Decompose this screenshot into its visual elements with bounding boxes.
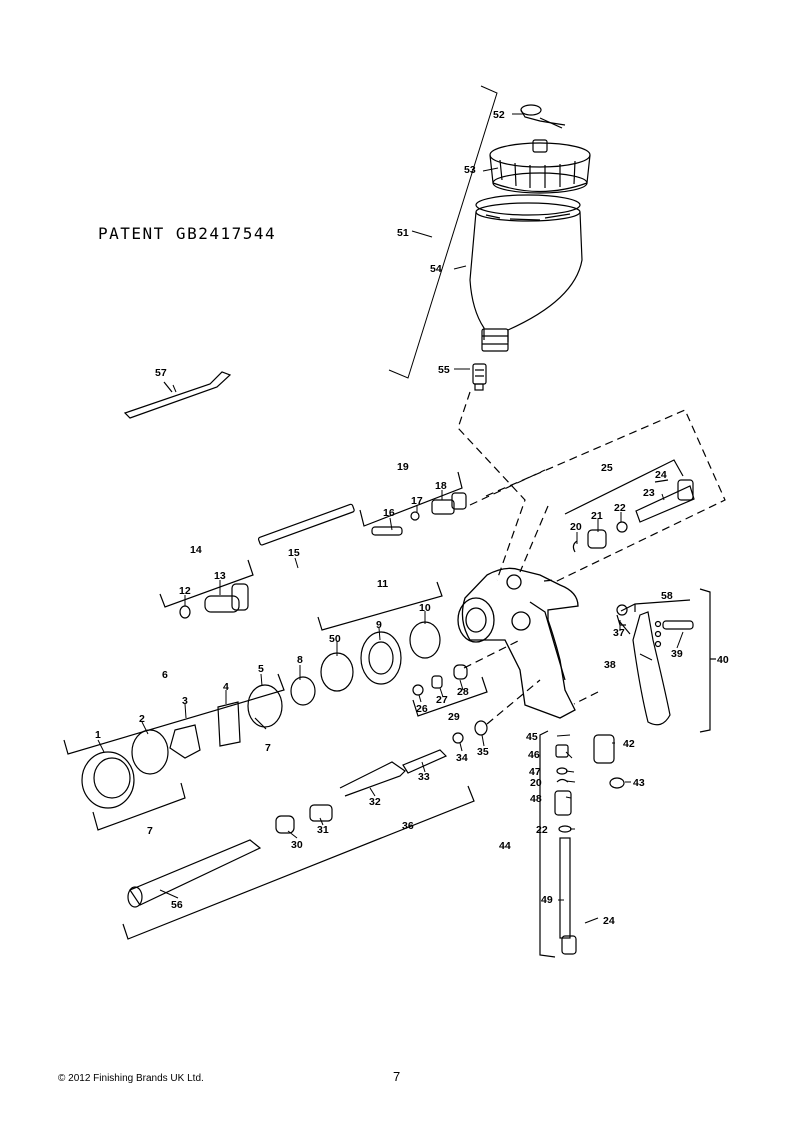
part-label-53: 53 — [464, 164, 476, 176]
part-label-29: 29 — [448, 711, 460, 723]
part-label-36: 36 — [402, 820, 414, 832]
cup-filter — [472, 363, 487, 391]
part-label-2: 2 — [139, 713, 145, 725]
footer-copyright: © 2012 Finishing Brands UK Ltd. — [58, 1073, 204, 1084]
part-label-19: 19 — [397, 461, 409, 473]
part-label-57: 57 — [155, 367, 167, 379]
part-label-24b: 24 — [603, 915, 615, 927]
part-label-11: 11 — [377, 578, 388, 590]
part-label-27: 27 — [436, 694, 448, 706]
regulator-assembly — [412, 664, 488, 717]
cup-plug — [520, 104, 566, 129]
part-label-31: 31 — [317, 824, 329, 836]
part-label-16: 16 — [383, 507, 395, 519]
part-label-18: 18 — [435, 480, 447, 492]
part-label-47: 47 — [529, 766, 541, 778]
part-label-12: 12 — [179, 585, 191, 597]
part-label-7a: 7 — [265, 742, 271, 754]
part-label-22a: 22 — [614, 502, 626, 514]
part-label-7b: 7 — [147, 825, 153, 837]
part-label-54: 54 — [430, 263, 442, 275]
air-valve-assembly — [564, 459, 695, 553]
part-label-52: 52 — [493, 109, 505, 121]
part-label-24a: 24 — [655, 469, 667, 481]
gun-body — [457, 567, 579, 719]
part-label-4: 4 — [223, 681, 229, 693]
part-label-20b: 20 — [530, 777, 542, 789]
part-label-22b: 22 — [536, 824, 548, 836]
part-label-21: 21 — [591, 510, 603, 522]
fluid-nozzle-assembly — [159, 503, 355, 619]
part-label-48: 48 — [530, 793, 542, 805]
part-label-28: 28 — [457, 686, 469, 698]
part-label-35: 35 — [477, 746, 489, 758]
part-label-10: 10 — [419, 602, 431, 614]
part-label-8: 8 — [297, 654, 303, 666]
part-label-6: 6 — [162, 669, 168, 681]
part-label-30: 30 — [291, 839, 303, 851]
cup-lid — [489, 139, 591, 194]
leader-lines — [97, 384, 684, 901]
part-label-23: 23 — [643, 487, 655, 499]
part-label-46: 46 — [528, 749, 540, 761]
part-label-43: 43 — [633, 777, 645, 789]
part-label-5: 5 — [258, 663, 264, 675]
part-label-38: 38 — [604, 659, 616, 671]
cup-assembly — [388, 85, 591, 391]
needle-packing-assembly — [359, 471, 467, 536]
part-label-42: 42 — [623, 738, 635, 750]
part-label-17: 17 — [411, 495, 423, 507]
part-label-3: 3 — [182, 695, 188, 707]
part-label-37: 37 — [613, 627, 625, 639]
part-label-13: 13 — [214, 570, 226, 582]
part-label-49: 49 — [541, 894, 553, 906]
part-label-14: 14 — [190, 544, 202, 556]
part-label-1: 1 — [95, 729, 101, 741]
bracket-51 — [388, 85, 498, 379]
part-label-51: 51 — [397, 227, 409, 239]
air-inlet-assembly — [539, 730, 625, 958]
part-label-34: 34 — [456, 752, 468, 764]
part-label-56: 56 — [171, 899, 183, 911]
part-label-9: 9 — [376, 619, 382, 631]
page-number: 7 — [393, 1069, 401, 1084]
part-label-26: 26 — [416, 703, 428, 715]
spanner-key — [123, 371, 232, 419]
dashed-guide-lines — [457, 391, 726, 725]
part-label-45: 45 — [526, 731, 538, 743]
part-label-55: 55 — [438, 364, 450, 376]
part-label-50: 50 — [329, 633, 341, 645]
part-label-20a: 20 — [570, 521, 582, 533]
part-label-39: 39 — [671, 648, 683, 660]
part-number-labels: 1 2 3 4 5 6 7 7 8 9 10 11 12 13 14 15 16… — [95, 109, 729, 927]
bracket-40 — [699, 588, 711, 733]
needle-assembly — [122, 720, 488, 940]
part-label-44: 44 — [499, 840, 511, 852]
part-label-33: 33 — [418, 771, 430, 783]
part-label-15: 15 — [288, 547, 300, 559]
air-cap-ring-assembly — [290, 581, 443, 706]
cup-body — [469, 194, 583, 352]
trigger-assembly — [616, 588, 716, 733]
part-label-32: 32 — [369, 796, 381, 808]
part-label-25: 25 — [601, 462, 613, 474]
patent-label: PATENT GB2417544 — [98, 224, 277, 243]
bracket-7-lower — [92, 782, 186, 831]
part-label-40: 40 — [717, 654, 729, 666]
air-cap-assembly — [63, 673, 285, 831]
part-label-58: 58 — [661, 590, 673, 602]
